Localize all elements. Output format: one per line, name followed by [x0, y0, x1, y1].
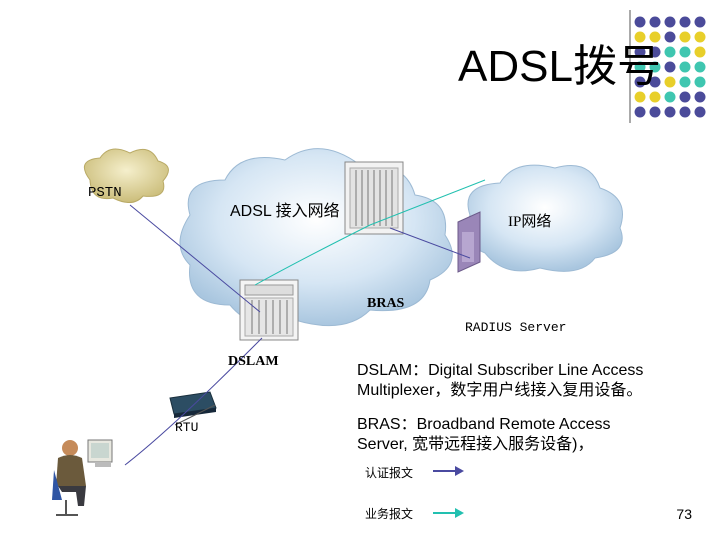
decorative-dot	[679, 76, 691, 88]
dslam-description: DSLAM：Digital Subscriber Line Access Mul…	[357, 361, 643, 401]
decorative-dot	[634, 61, 646, 73]
decorative-dot	[649, 91, 661, 103]
decorative-dot	[634, 91, 646, 103]
decorative-dot	[649, 31, 661, 43]
adsl-network-label: ADSL 接入网络	[230, 203, 340, 220]
bras-description: BRAS：Broadband Remote Access Server, 宽带远…	[357, 415, 610, 455]
decorative-dot	[664, 46, 676, 58]
decorative-dot	[694, 46, 706, 58]
legend-auth-arrow	[433, 466, 464, 476]
bras-device	[344, 161, 404, 235]
legend-service-label: 业务报文	[365, 507, 414, 521]
dslam-bras-link	[254, 224, 371, 286]
decorative-dot	[679, 16, 691, 28]
decorative-dot	[664, 16, 676, 28]
ip-network-cloud	[466, 164, 623, 272]
decorative-dot	[694, 61, 706, 73]
decorative-dot	[634, 106, 646, 118]
decorative-dot	[634, 46, 646, 58]
rtu-dslam-link	[124, 337, 263, 466]
decorative-dot	[694, 91, 706, 103]
legend-auth-label: 认证报文	[365, 466, 414, 480]
radius-server-device	[457, 211, 481, 273]
decorative-dot	[694, 31, 706, 43]
pstn-cloud	[83, 148, 169, 203]
decorative-dot	[649, 76, 661, 88]
bras-ip-link	[369, 179, 486, 226]
decorative-dot	[634, 16, 646, 28]
decorative-dot	[664, 91, 676, 103]
legend-service-arrow	[433, 508, 464, 518]
decorative-dot	[649, 61, 661, 73]
decorative-dot	[694, 106, 706, 118]
decorative-dot	[679, 106, 691, 118]
bras-description-line2: Server, 宽带远程接入服务设备)，	[357, 436, 594, 453]
decorative-dot	[679, 91, 691, 103]
decorative-dot	[664, 61, 676, 73]
ip-network-label: IP网络	[508, 214, 552, 230]
decorative-dot	[679, 61, 691, 73]
bras-label: BRAS	[367, 296, 405, 311]
decorative-dot	[664, 76, 676, 88]
pstn-dslam-link	[129, 204, 261, 313]
decorative-dot	[694, 16, 706, 28]
dslam-device	[239, 279, 299, 341]
decorative-dot	[694, 76, 706, 88]
radius-server-label: RADIUS Server	[465, 320, 567, 335]
adsl-network-cloud	[179, 148, 453, 327]
decorative-dot	[649, 106, 661, 118]
bras-description-line1: BRAS：Broadband Remote Access	[357, 416, 611, 433]
decorative-dot	[664, 31, 676, 43]
dslam-description-line1: DSLAM：Digital Subscriber Line Access	[357, 362, 644, 379]
decorative-dot	[679, 31, 691, 43]
rtu-device	[169, 391, 217, 418]
dslam-description-line2: Multiplexer，数字用户线接入复用设备。	[357, 382, 643, 399]
decorative-dot	[634, 76, 646, 88]
bras-radius-link	[389, 227, 471, 259]
decorative-dot	[664, 106, 676, 118]
page-title: ADSL拨号	[458, 42, 661, 91]
pstn-label: PSTN	[88, 185, 122, 201]
decorative-dot	[679, 46, 691, 58]
user-workstation	[52, 439, 113, 516]
decorative-dot	[649, 46, 661, 58]
decorative-dot-grid	[629, 10, 706, 123]
user-rtu-link	[174, 404, 216, 426]
rtu-label: RTU	[175, 420, 199, 435]
decorative-dot	[649, 16, 661, 28]
page-number: 73	[676, 506, 692, 522]
dslam-label: DSLAM	[228, 354, 279, 369]
decorative-dot	[634, 31, 646, 43]
